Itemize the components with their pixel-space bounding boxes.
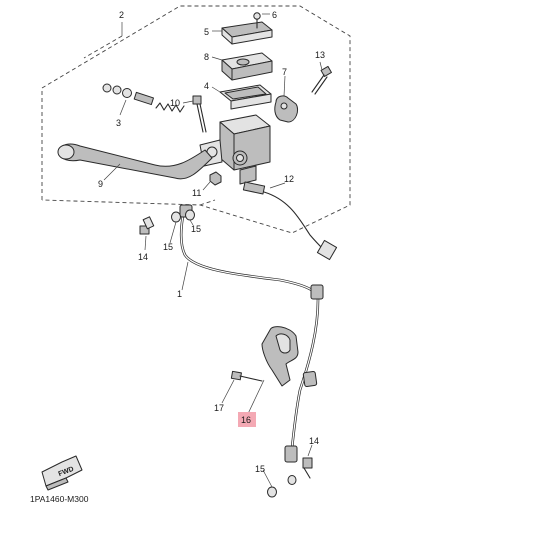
callout-15-lower: 15	[255, 464, 265, 474]
callout-15-upper-right: 15	[191, 224, 201, 234]
callout-7: 7	[282, 67, 287, 77]
hose-bracket	[261, 326, 299, 387]
forward-arrow-badge: FWD	[41, 455, 83, 491]
lower-union-bolt	[302, 457, 313, 479]
assembly-boundary	[41, 5, 351, 234]
callout-2: 2	[119, 10, 124, 20]
leader-2-dash	[83, 35, 123, 59]
upper-washers	[171, 209, 195, 223]
assembly-boundary-lower	[199, 199, 216, 206]
callout-6: 6	[272, 10, 277, 20]
callout-16: 16	[241, 415, 251, 425]
brake-lever	[57, 143, 213, 180]
callout-9: 9	[98, 179, 103, 189]
piston-kit	[102, 83, 185, 113]
callout-8: 8	[204, 52, 209, 62]
callout-12: 12	[284, 174, 294, 184]
diaphragm	[219, 84, 272, 110]
callout-13: 13	[315, 50, 325, 60]
holder-screw	[311, 65, 332, 95]
lower-hose-fitting	[284, 445, 298, 463]
pivot-bolt	[192, 95, 207, 133]
catalog-code: 1PA1460-M300	[30, 494, 89, 504]
callout-11: 11	[192, 188, 201, 198]
callout-10: 10	[170, 98, 180, 108]
lever-nut	[209, 171, 222, 186]
master-cylinder-body	[199, 114, 271, 185]
callout-17: 17	[214, 403, 224, 413]
callout-1: 1	[177, 289, 182, 299]
diaphragm-holder	[221, 52, 273, 81]
upper-union-bolt	[139, 216, 155, 235]
callout-14-lower: 14	[309, 436, 319, 446]
reservoir-cap	[221, 21, 273, 45]
lower-washers	[267, 475, 297, 498]
brake-light-switch	[242, 181, 338, 261]
brake-hose	[179, 204, 324, 450]
callout-5: 5	[204, 27, 209, 37]
callout-3: 3	[116, 118, 121, 128]
highlight-box-16	[238, 412, 256, 427]
callout-4: 4	[204, 81, 209, 91]
callout-leaders	[103, 13, 323, 488]
bracket-bolt	[230, 370, 263, 382]
switch-holder	[274, 95, 299, 123]
callout-14-upper: 14	[138, 252, 148, 262]
callout-15-upper-left: 15	[163, 242, 173, 252]
cap-screw	[253, 12, 261, 29]
